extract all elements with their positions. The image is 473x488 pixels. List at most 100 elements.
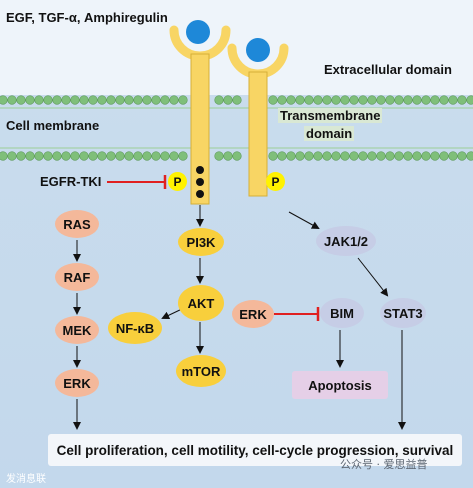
membrane-bead — [79, 95, 89, 105]
membrane-bead — [214, 151, 224, 161]
membrane-bead — [232, 151, 242, 161]
phosphate-right: P — [266, 172, 285, 191]
arrow-jak-stat3 — [357, 257, 389, 297]
membrane-bead — [88, 151, 98, 161]
membrane-bead — [16, 151, 26, 161]
egfr-tki-label: EGFR-TKI — [40, 174, 102, 189]
receptor-right-stem — [248, 71, 268, 197]
membrane-bead — [0, 151, 8, 161]
membrane-bead — [457, 95, 467, 105]
membrane-bead — [367, 151, 377, 161]
membrane-bead — [394, 95, 404, 105]
membrane-bead — [439, 151, 449, 161]
membrane-bead — [340, 95, 350, 105]
membrane-bead — [385, 95, 395, 105]
egfr-receptor-right — [227, 43, 289, 197]
membrane-bead — [169, 151, 179, 161]
membrane-bead — [97, 95, 107, 105]
watermark-left: 发消息联 — [6, 474, 46, 485]
membrane-bead — [43, 151, 53, 161]
membrane-bead — [295, 95, 305, 105]
membrane-bead — [412, 151, 422, 161]
membrane-bead — [16, 95, 26, 105]
membrane-bead — [385, 151, 395, 161]
membrane-bead — [52, 95, 62, 105]
membrane-bead — [277, 95, 287, 105]
node-jak: JAK1/2 — [316, 226, 376, 256]
membrane-bead — [448, 95, 458, 105]
node-raf: RAF — [55, 263, 99, 291]
transmembrane-label-line2: domain — [304, 126, 355, 141]
membrane-bead — [457, 151, 467, 161]
ligand-right — [246, 38, 270, 62]
membrane-bead — [430, 151, 440, 161]
node-erk-mid: ERK — [232, 300, 274, 328]
membrane-bead — [268, 95, 278, 105]
membrane-bead — [160, 95, 170, 105]
membrane-bead — [61, 151, 71, 161]
membrane-bead — [403, 95, 413, 105]
node-erk-left: ERK — [55, 369, 99, 397]
membrane-bead — [7, 151, 17, 161]
membrane-bead — [358, 95, 368, 105]
membrane-beads-inner — [0, 151, 473, 161]
membrane-bead — [142, 95, 152, 105]
membrane-bead — [439, 95, 449, 105]
membrane-bead — [124, 95, 134, 105]
membrane-bead — [232, 95, 242, 105]
outcome-box: Cell proliferation, cell motility, cell-… — [48, 434, 462, 466]
membrane-bead — [412, 95, 422, 105]
membrane-bead — [178, 95, 188, 105]
membrane-bead — [151, 95, 161, 105]
membrane-bead — [376, 95, 386, 105]
membrane-bead — [277, 151, 287, 161]
node-akt: AKT — [178, 285, 224, 321]
membrane-bead — [421, 151, 431, 161]
membrane-bead — [133, 95, 143, 105]
membrane-bead — [169, 95, 179, 105]
node-nfkb: NF-κB — [108, 312, 162, 344]
arrow-receptor-jak — [288, 211, 320, 229]
membrane-bead — [268, 151, 278, 161]
membrane-bead — [223, 95, 233, 105]
membrane-bead — [286, 151, 296, 161]
node-bim: BIM — [320, 298, 364, 328]
membrane-bead — [106, 95, 116, 105]
node-ras: RAS — [55, 210, 99, 238]
ligand-label: EGF, TGF-α, Amphiregulin — [6, 10, 168, 25]
membrane-beads-outer — [0, 95, 473, 105]
membrane-bead — [421, 95, 431, 105]
membrane-bead — [376, 151, 386, 161]
membrane-bead — [34, 95, 44, 105]
ligand-left — [186, 20, 210, 44]
membrane-bead — [214, 95, 224, 105]
membrane-bead — [25, 151, 35, 161]
membrane-bead — [106, 151, 116, 161]
membrane-bead — [160, 151, 170, 161]
membrane-bead — [466, 151, 473, 161]
membrane-bead — [448, 151, 458, 161]
membrane-bead — [295, 151, 305, 161]
membrane-bead — [403, 151, 413, 161]
membrane-bead — [70, 151, 80, 161]
membrane-bead — [178, 151, 188, 161]
membrane-bead — [52, 151, 62, 161]
receptor-left-dot-3 — [196, 190, 204, 198]
membrane-bead — [322, 151, 332, 161]
receptor-left-stem — [190, 53, 210, 205]
membrane-bead — [340, 151, 350, 161]
node-apoptosis: Apoptosis — [292, 371, 388, 399]
membrane-bead — [88, 95, 98, 105]
node-stat3: STAT3 — [380, 298, 426, 328]
membrane-bead — [25, 95, 35, 105]
node-mek: MEK — [55, 316, 99, 344]
transmembrane-label-line1: Transmembrane — [278, 108, 383, 123]
membrane-bead — [349, 151, 359, 161]
membrane-bead — [70, 95, 80, 105]
receptor-left-dot-2 — [196, 178, 204, 186]
membrane-bead — [61, 95, 71, 105]
membrane-bilayer — [0, 95, 473, 161]
watermark-right: 公众号 · 爱思益普 — [340, 458, 428, 471]
